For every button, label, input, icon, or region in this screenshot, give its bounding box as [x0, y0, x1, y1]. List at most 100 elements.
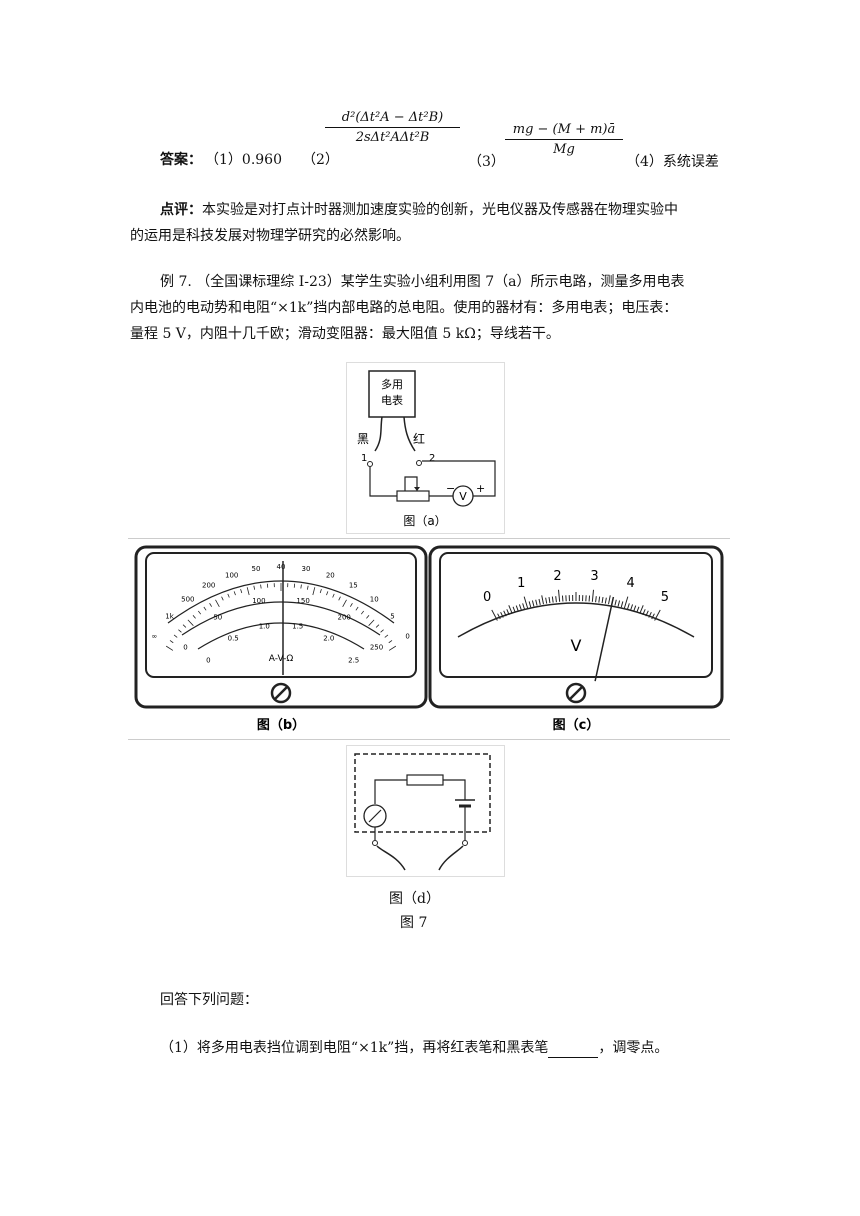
ohm-tick: [332, 593, 335, 598]
voltmeter-minus: −: [446, 482, 455, 495]
ohm-tick: [326, 591, 329, 596]
volt-tick: [608, 595, 611, 605]
ohm-tick: [178, 629, 182, 633]
ohm-tick: [388, 645, 397, 651]
figure-a: 多用 电表 黑 红 1 2 V − + 图（a）: [346, 362, 505, 534]
volt-tick: [601, 597, 604, 604]
figure7-caption: 图 7: [400, 915, 428, 931]
figure-a-caption: 图（a）: [403, 514, 446, 528]
ohm-tick: [380, 629, 384, 633]
ac-tick-label: 0: [206, 657, 210, 665]
volt-tick-label: 1: [517, 576, 525, 591]
figure-c-caption: 图（c）: [553, 717, 600, 733]
terminal-1-label: 1: [361, 453, 367, 464]
dc-tick-label: 250: [370, 644, 383, 652]
volt-tick: [506, 609, 510, 616]
answer-part1: （1）0.960: [205, 152, 282, 168]
volt-tick: [614, 599, 617, 606]
ohm-tick: [192, 615, 196, 619]
ohm-tick: [366, 615, 370, 619]
volt-tick: [557, 589, 561, 602]
meter-box-label1: 多用: [381, 377, 403, 391]
volt-tick: [508, 605, 513, 614]
voltmeter-plus: +: [476, 482, 485, 495]
volt-tick: [522, 603, 525, 610]
question-1-text-a: （1）将多用电表挡位调到电阻“×1k”挡，再将红表笔和黑表笔: [160, 1040, 549, 1056]
ohm-tick: [375, 624, 380, 628]
ac-tick-label: 0.5: [228, 634, 239, 642]
fraction2-numerator: d²(Δt²A − Δt²B): [341, 110, 444, 125]
ohm-tick: [388, 640, 393, 644]
figure-d-circuit: [354, 753, 491, 871]
example-line1: 例 7. （全国课标理综 I-23）某学生实验小组利用图 7（a）所示电路，测量…: [160, 274, 685, 290]
dc-tick-label: 50: [213, 613, 222, 621]
question-1-text-b: ，调零点。: [598, 1040, 669, 1056]
ohm-tick-label: 15: [349, 582, 358, 590]
ohm-tick: [165, 645, 174, 651]
ac-tick-label: 1.0: [259, 623, 270, 631]
ohm-tick: [384, 634, 389, 638]
meter-c-unit: V: [571, 636, 582, 655]
ac-tick-label: 1.5: [292, 623, 303, 631]
dc-tick-label: 100: [252, 597, 265, 605]
volt-tick: [545, 597, 548, 604]
dc-tick-label: 150: [296, 597, 309, 605]
volt-tick: [595, 596, 597, 603]
volt-tick: [651, 613, 655, 620]
figure-a-circuit: 多用 电表 黑 红 1 2 V − + 图（a）: [357, 370, 496, 528]
ohm-tick: [233, 591, 236, 596]
meter-b-zero-screw: [270, 682, 292, 704]
volt-tick: [538, 598, 541, 605]
ohm-tick: [221, 596, 224, 601]
volt-tick: [604, 597, 607, 604]
volt-tick: [497, 613, 501, 620]
question-1-blank[interactable]: [548, 1043, 599, 1058]
ohm-tick: [260, 584, 262, 589]
volt-tick: [528, 601, 532, 608]
ohm-tick-label: 30: [302, 565, 311, 573]
ohm-tick: [198, 610, 202, 615]
volt-tick: [503, 610, 507, 617]
volt-tick-label: 3: [590, 569, 598, 584]
ohm-scale-ticks: [165, 583, 397, 651]
fraction2-denominator: 2sΔt²AΔt²B: [355, 130, 430, 145]
ohm-tick-label: 0: [405, 633, 409, 641]
figure-b-caption: 图（b）: [257, 717, 305, 733]
volt-tick: [645, 610, 649, 617]
ac-tick-label: 2.0: [323, 634, 334, 642]
volt-tick: [639, 605, 644, 614]
volt-tick: [548, 597, 551, 604]
volt-tick: [598, 596, 601, 603]
ohm-tick-label: 5: [390, 613, 394, 621]
ohm-tick-label: 10: [370, 595, 379, 603]
volt-tick: [648, 611, 652, 618]
ohm-tick: [209, 603, 213, 607]
ohm-tick: [203, 606, 207, 611]
voltmeter-v: V: [459, 490, 467, 503]
answer-part4: （4）系统误差: [626, 154, 719, 170]
volt-tick: [642, 609, 646, 616]
meter-c-needle: [594, 596, 615, 682]
comment-line1: 点评：本实验是对打点计时器测加速度实验的创新，光电仪器及传感器在物理实验中: [160, 200, 678, 220]
comment-label: 点评：: [160, 202, 202, 218]
internal-resistor: [406, 774, 444, 786]
ohm-tick: [240, 589, 243, 594]
ohm-tick: [182, 624, 187, 628]
ohm-tick: [368, 619, 375, 626]
terminal-2-label: 2: [429, 453, 435, 464]
questions-intro: 回答下列问题：: [160, 992, 258, 1008]
answer-part2-label: （2）: [302, 152, 339, 168]
ohm-tick: [360, 610, 364, 615]
volt-tick: [515, 605, 519, 612]
meter-b-scale-label: A-V-Ω: [269, 654, 294, 664]
ohm-tick-label: 500: [181, 595, 194, 603]
ohm-tick: [300, 584, 302, 589]
volt-tick: [627, 603, 630, 610]
ohm-tick: [253, 585, 256, 590]
ohm-tick: [215, 599, 220, 608]
ohm-tick: [246, 587, 250, 596]
